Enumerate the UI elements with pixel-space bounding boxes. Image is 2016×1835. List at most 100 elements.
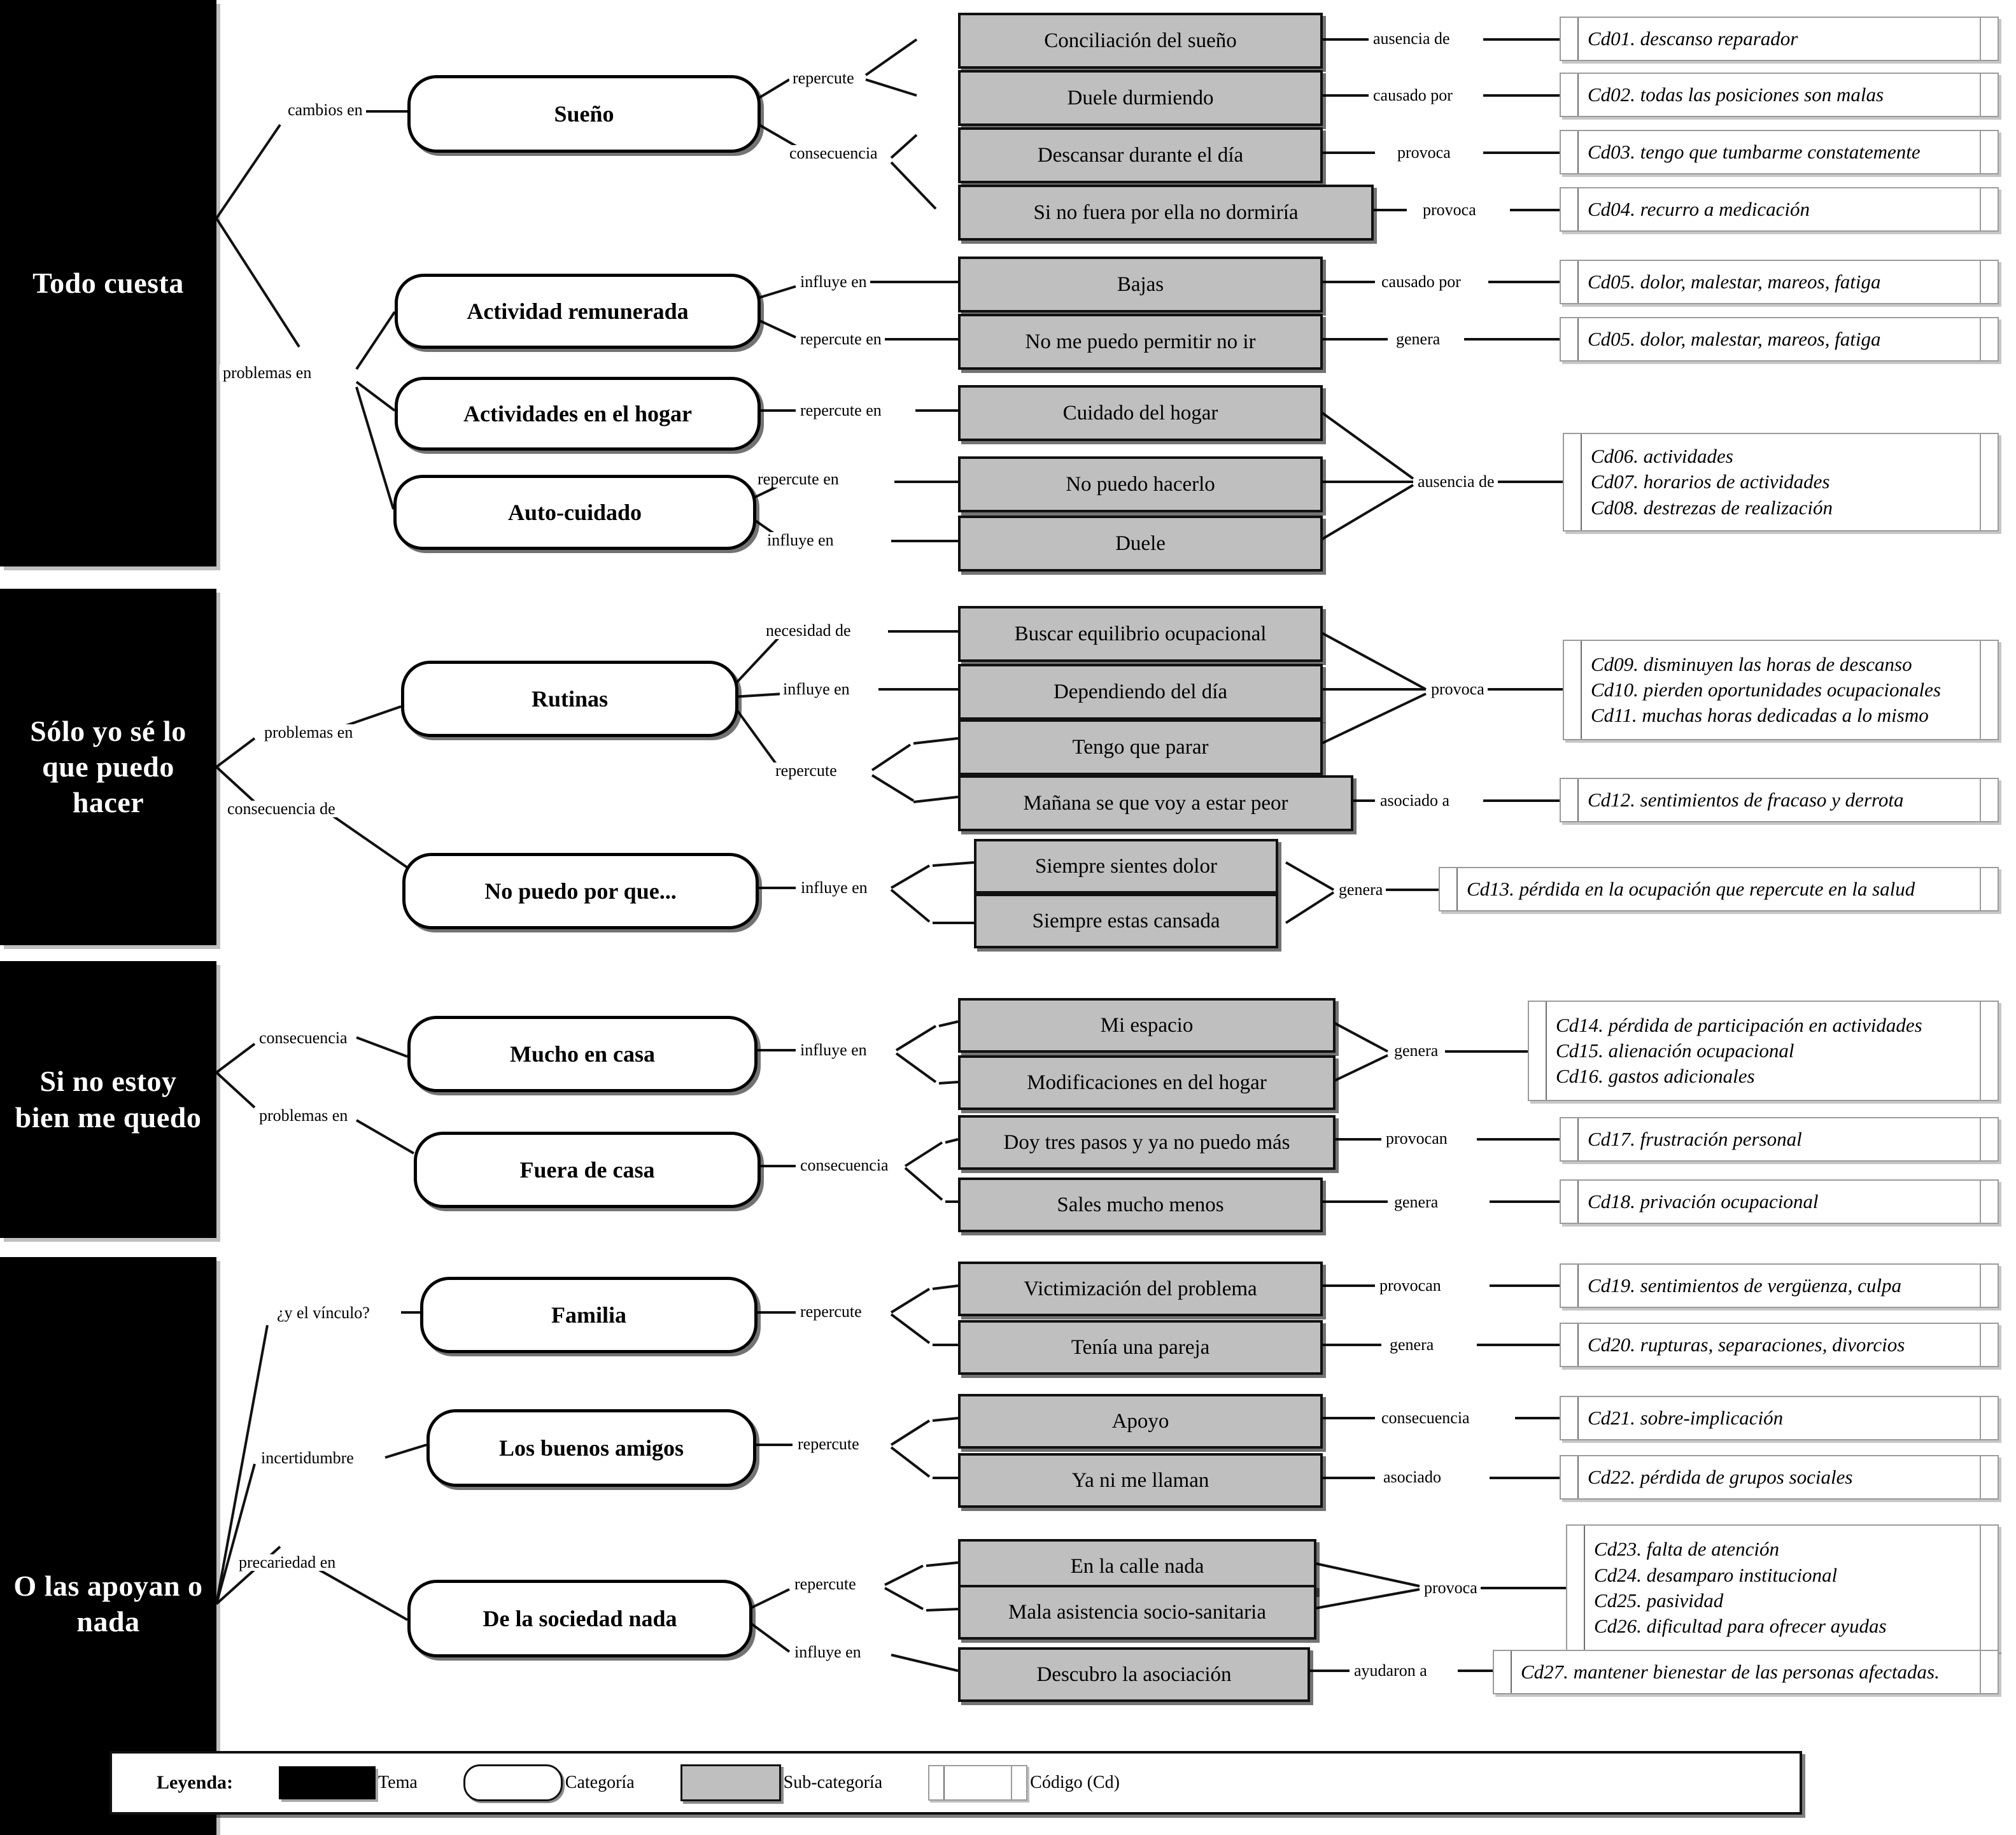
category-familia[interactable]: Familia [420, 1277, 758, 1353]
subcategory-label: En la calle nada [1070, 1554, 1204, 1578]
relation-label: problemas en [220, 365, 315, 381]
category-fuera-de-casa[interactable]: Fuera de casa [414, 1132, 761, 1208]
subcategory-box[interactable]: Descansar durante el día [958, 127, 1323, 183]
category-no-puedo-por-que[interactable]: No puedo por que... [402, 853, 759, 929]
code-left-rule [1561, 1397, 1579, 1439]
code-left-rule [1561, 261, 1579, 303]
subcategory-box[interactable]: Duele durmiendo [958, 70, 1323, 126]
code-box[interactable]: Cd20. rupturas, separaciones, divorcios [1560, 1323, 1999, 1367]
subcategory-box[interactable]: Bajas [958, 257, 1323, 313]
code-box[interactable]: Cd12. sentimientos de fracaso y derrota [1560, 778, 1999, 822]
code-box-group[interactable]: Cd23. falta de atención Cd24. desamparo … [1566, 1524, 1999, 1652]
code-box[interactable]: Cd21. sobre-implicación [1560, 1396, 1999, 1440]
subcategory-box[interactable]: Si no fuera por ella no dormiría [958, 185, 1374, 241]
category-auto-cuidado[interactable]: Auto-cuidado [393, 475, 756, 550]
code-box[interactable]: Cd03. tengo que tumbarme constatemente [1560, 130, 1999, 174]
code-box[interactable]: Cd18. privación ocupacional [1560, 1179, 1999, 1224]
code-box[interactable]: Cd13. pérdida en la ocupación que reperc… [1439, 867, 1999, 911]
code-text: Cd04. recurro a medicación [1588, 197, 1810, 220]
code-box[interactable]: Cd02. todas las posiciones son malas [1560, 73, 1999, 117]
code-left-rule [1440, 868, 1458, 910]
subcategory-box[interactable]: Mala asistencia socio-sanitaria [958, 1585, 1316, 1640]
code-box-group[interactable]: Cd14. pérdida de participación en activi… [1528, 1001, 1999, 1101]
subcategory-box[interactable]: Apoyo [958, 1394, 1323, 1449]
code-box-group[interactable]: Cd09. disminuyen las horas de descanso C… [1563, 640, 1999, 740]
code-left-rule [1561, 1456, 1579, 1498]
subcategory-box[interactable]: Dependiendo del día [958, 664, 1323, 720]
code-box[interactable]: Cd27. mantener bienestar de las personas… [1493, 1650, 1999, 1694]
code-text: Cd05. dolor, malestar, mareos, fatiga [1588, 270, 1881, 293]
category-label: Sueño [554, 101, 614, 127]
code-left-rule [1529, 1002, 1547, 1100]
code-box[interactable]: Cd19. sentimientos de vergüenza, culpa [1560, 1263, 1999, 1308]
theme-box-si-no-estoy-bien[interactable]: Si no estoy bien me quedo [0, 961, 216, 1238]
category-label: Familia [551, 1302, 626, 1328]
category-mucho-en-casa[interactable]: Mucho en casa [407, 1016, 758, 1092]
category-actividad-remunerada[interactable]: Actividad remunerada [395, 274, 761, 349]
subcategory-box[interactable]: Duele [958, 516, 1323, 572]
theme-box-o-las-apoyan-o-nada[interactable]: O las apoyan o nada [0, 1257, 216, 1835]
subcategory-label: Tengo que parar [1072, 735, 1209, 759]
relation-label: consecuencia de [224, 801, 339, 817]
code-left-rule [1561, 131, 1579, 173]
code-right-rule [1980, 74, 1998, 116]
relation-label: problemas en [261, 724, 356, 741]
code-text: Cd14. pérdida de participación en activi… [1556, 1013, 1922, 1088]
code-text: Cd13. pérdida en la ocupación que reperc… [1467, 877, 1915, 900]
subcategory-box[interactable]: Siempre sientes dolor [974, 839, 1278, 894]
relation-label: provocan [1383, 1130, 1451, 1147]
category-los-buenos-amigos[interactable]: Los buenos amigos [426, 1409, 756, 1487]
relation-label: provoca [1420, 202, 1479, 218]
subcategory-box[interactable]: No me puedo permitir no ir [958, 314, 1323, 370]
subcategory-box[interactable]: Ya ni me llaman [958, 1453, 1323, 1508]
code-left-rule [1561, 188, 1579, 230]
relation-label: repercute [791, 1576, 859, 1592]
category-rutinas[interactable]: Rutinas [401, 661, 738, 737]
code-box-group[interactable]: Cd06. actividades Cd07. horarios de acti… [1563, 433, 1999, 531]
relation-label: provocan [1376, 1277, 1444, 1294]
relation-label: asociado [1380, 1469, 1444, 1486]
subcategory-box[interactable]: Buscar equilibrio ocupacional [958, 606, 1323, 662]
subcategory-box[interactable]: Conciliación del sueño [958, 13, 1323, 69]
relation-label: ausencia de [1414, 474, 1498, 490]
category-label: Fuera de casa [519, 1157, 655, 1183]
relation-label: genera [1391, 1043, 1442, 1059]
theme-swatch-icon [279, 1766, 376, 1799]
category-de-la-sociedad-nada[interactable]: De la sociedad nada [407, 1580, 752, 1657]
theme-box-solo-yo-se[interactable]: Sólo yo sé lo que puedo hacer [0, 589, 216, 945]
code-box[interactable]: Cd04. recurro a medicación [1560, 187, 1999, 232]
code-box[interactable]: Cd22. pérdida de grupos sociales [1560, 1455, 1999, 1500]
subcategory-box[interactable]: Doy tres pasos y ya no puedo más [958, 1115, 1336, 1170]
subcategory-box[interactable]: Modificaciones en del hogar [958, 1055, 1336, 1110]
subcategory-label: Tenía una pareja [1071, 1335, 1210, 1359]
code-box[interactable]: Cd01. descanso reparador [1560, 17, 1999, 61]
theme-box-todo-cuesta[interactable]: Todo cuesta [0, 0, 216, 566]
relation-label: genera [1336, 882, 1386, 898]
code-box[interactable]: Cd05. dolor, malestar, mareos, fatiga [1560, 260, 1999, 304]
subcategory-box[interactable]: Mañana se que voy a estar peor [958, 775, 1353, 831]
subcategory-label: Siempre sientes dolor [1035, 854, 1217, 878]
code-left-rule [1561, 1324, 1579, 1366]
subcategory-box[interactable]: Siempre estas cansada [974, 894, 1278, 948]
subcategory-box[interactable]: Mi espacio [958, 998, 1336, 1053]
subcategory-label: Ya ni me llaman [1071, 1468, 1209, 1492]
subcategory-box[interactable]: Sales mucho menos [958, 1178, 1323, 1232]
code-text: Cd02. todas las posiciones son malas [1588, 83, 1884, 106]
subcategory-box[interactable]: Victimización del problema [958, 1262, 1323, 1316]
subcategory-box[interactable]: No puedo hacerlo [958, 456, 1323, 512]
code-box[interactable]: Cd17. frustración personal [1560, 1117, 1999, 1162]
relation-label: repercute [794, 1436, 863, 1452]
code-box[interactable]: Cd05. dolor, malestar, mareos, fatiga [1560, 317, 1999, 362]
legend-label: Categoría [565, 1773, 635, 1792]
legend-label: Código (Cd) [1030, 1773, 1120, 1792]
category-actividades-en-el-hogar[interactable]: Actividades en el hogar [395, 377, 761, 451]
code-right-rule [1980, 434, 1998, 530]
category-sueno[interactable]: Sueño [407, 75, 761, 153]
subcategory-box[interactable]: Tenía una pareja [958, 1320, 1323, 1375]
subcategory-box[interactable]: Descubro la asociación [958, 1647, 1310, 1702]
code-left-rule [1561, 1181, 1579, 1223]
subcategory-box[interactable]: Tengo que parar [958, 719, 1323, 775]
subcategory-box[interactable]: Cuidado del hogar [958, 385, 1323, 441]
code-right-rule [1980, 779, 1998, 821]
